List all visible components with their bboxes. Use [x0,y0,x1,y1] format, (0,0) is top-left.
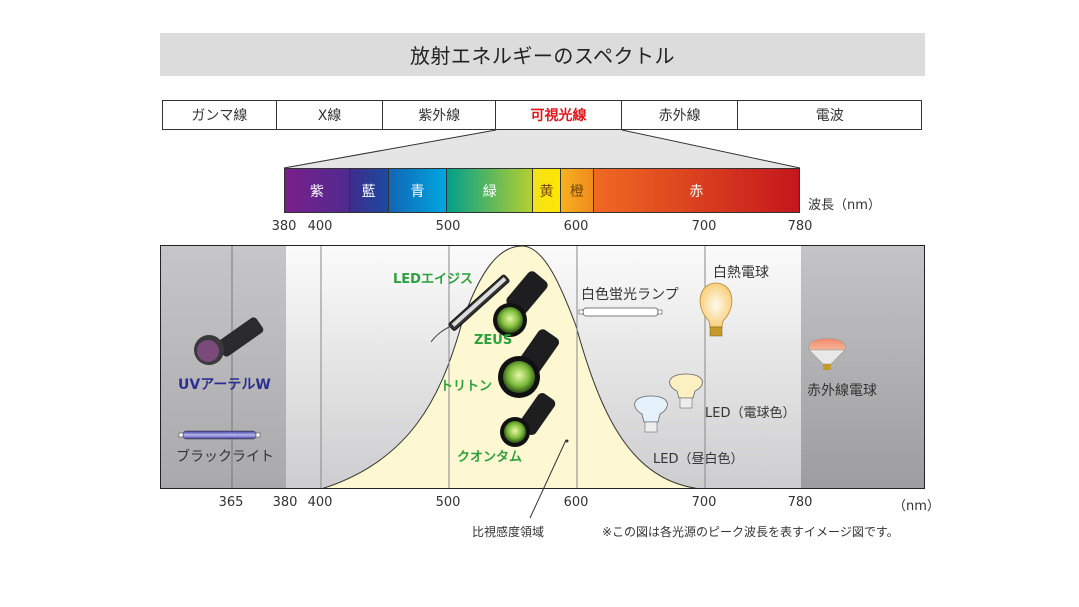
wavelength-unit-label: 波長（nm） [808,198,881,213]
tick-label: 365 [218,495,244,510]
tick-label: 380 [272,495,298,510]
spectrum-segment-0: 紫 [285,169,350,212]
black-light-tube-icon [178,430,261,440]
led-warm-bulb-icon [669,373,703,409]
led-aegis-light-icon [430,274,510,343]
diagram-title-bar: 放射エネルギーのスペクトル [160,33,925,76]
tick-label: 700 [691,495,717,510]
product-label-zeus[interactable]: ZEUS [474,333,513,348]
spectrum-segment-3: 緑 [447,169,534,212]
em-band-4: 赤外線 [622,101,739,129]
spectrum-segment-1: 藍 [349,169,389,212]
triton-flashlight-icon [498,329,560,398]
chart-axis-ticks: 365 380 400 500 600 700 780 [0,495,1079,513]
uv-artel-flashlight-icon [194,317,264,365]
tick-label: 780 [787,495,813,510]
tick-label: 400 [307,495,333,510]
label-incandescent: 白熱電球 [713,265,769,281]
label-black-light: ブラックライト [176,449,274,465]
tick-label: 600 [563,495,589,510]
visible-spectrum-bar: 紫藍青緑黄橙赤 [284,168,800,213]
tick-label: 780 [787,219,813,234]
tick-label: 500 [435,495,461,510]
curve-label: 比視感度領域 [472,525,545,539]
spectrum-segment-5: 橙 [560,169,594,212]
product-label-triton[interactable]: トリトン [440,379,493,394]
spectrum-ticks: 380 400 500 600 700 780 [0,219,1079,237]
product-label-led-aegis[interactable]: LEDエイジス [393,272,473,287]
em-band-2: 紫外線 [383,101,497,129]
tick-label: 400 [307,219,333,234]
tick-label: 700 [691,219,717,234]
product-label-quantum[interactable]: クオンタム [457,450,523,465]
white-fluorescent-tube-icon [578,307,663,317]
tick-label: 380 [271,219,297,234]
tick-label: 600 [563,219,589,234]
em-band-1: X線 [277,101,384,129]
tick-label: 500 [435,219,461,234]
label-led-warm: LED（電球色） [705,406,796,421]
chart-graphics [161,246,924,488]
spectrum-segment-6: 赤 [593,169,799,212]
light-source-chart: UVアーテルW ブラックライト LEDエイジス ZEUS トリトン クオンタム … [160,245,925,489]
spectrum-segment-2: 青 [388,169,448,212]
em-band-3: 可視光線 [496,101,622,129]
label-infrared-bulb: 赤外線電球 [807,383,877,399]
diagram-title: 放射エネルギーのスペクトル [409,44,676,68]
zeus-flashlight-icon [493,271,548,337]
label-led-daylight: LED（昼白色） [653,452,744,467]
axis-unit-label: （nm） [893,499,940,514]
quantum-flashlight-icon [500,393,556,447]
spectrum-segment-4: 黄 [533,169,561,212]
em-band-0: ガンマ線 [163,101,277,129]
led-daylight-bulb-icon [634,395,668,433]
footnote: ※この図は各光源のピーク波長を表すイメージ図です。 [602,525,899,539]
incandescent-bulb-icon [699,282,733,337]
em-band-5: 電波 [815,108,844,124]
infrared-bulb-icon [808,338,846,370]
product-label-uv-artel[interactable]: UVアーテルW [178,377,271,393]
label-white-fluorescent: 白色蛍光ランプ [581,287,679,303]
